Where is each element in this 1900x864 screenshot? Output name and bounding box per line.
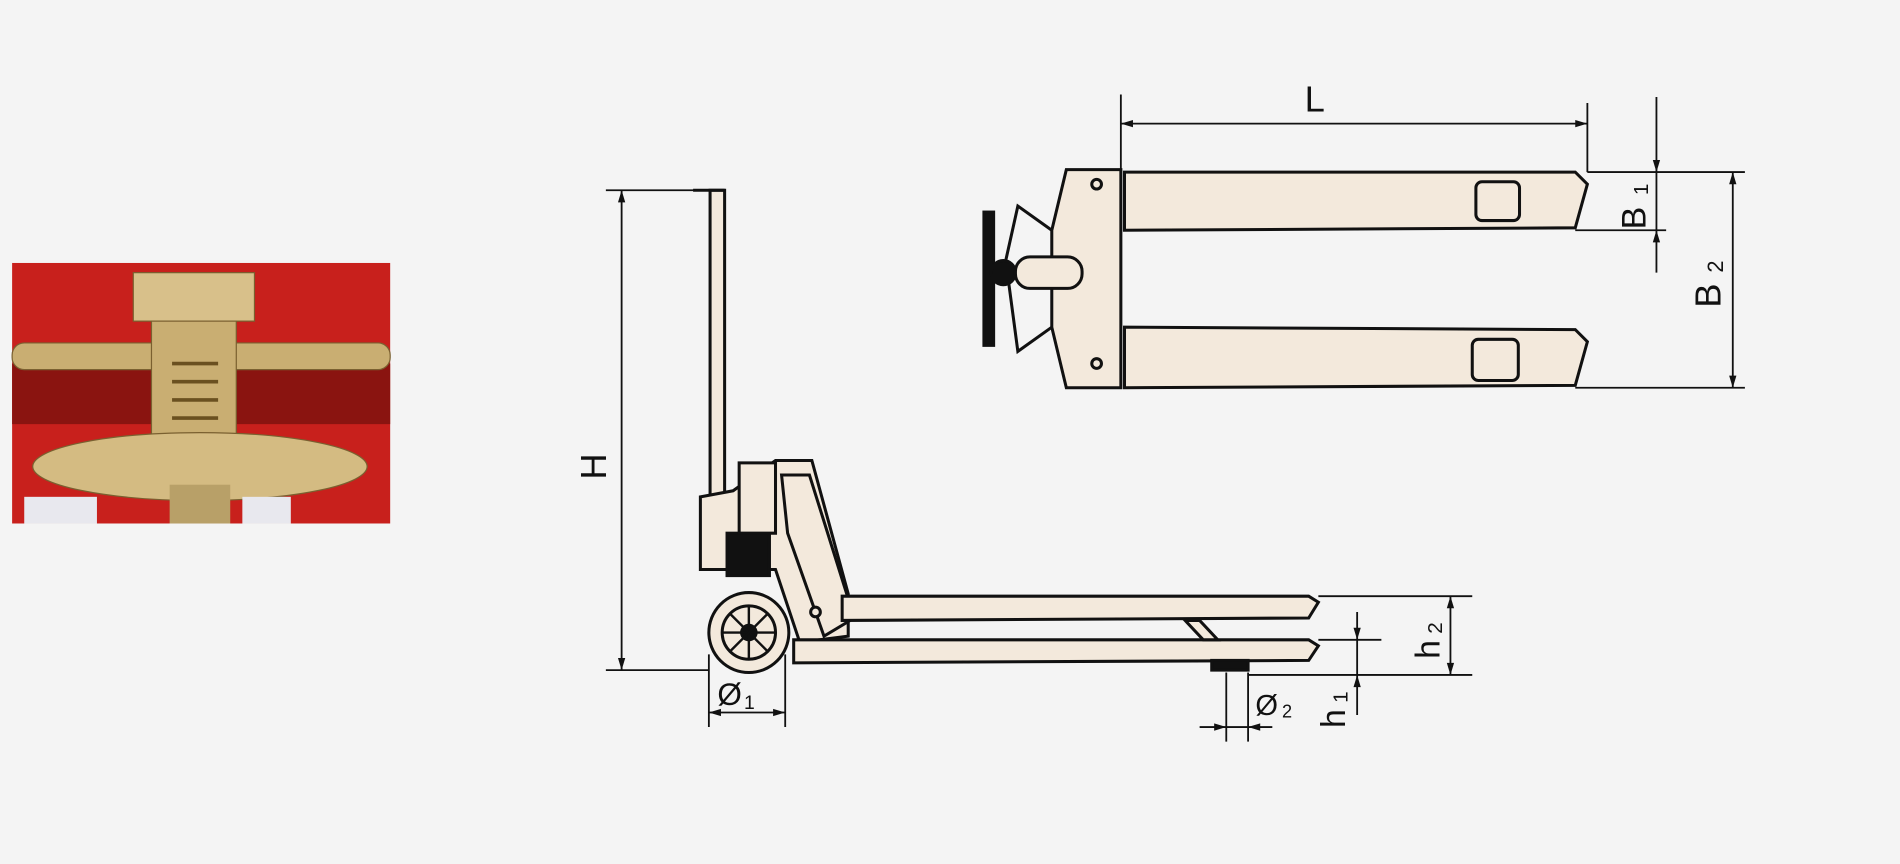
label-h2-sub: 2 <box>1424 622 1447 633</box>
label-d1-sub: 1 <box>744 692 755 714</box>
pump-unit-photo <box>11 262 391 524</box>
label-h1: h 1 <box>1315 691 1353 728</box>
arrowheads <box>617 119 1737 731</box>
label-h1-sub: 1 <box>1329 691 1352 702</box>
label-H: H <box>573 453 614 479</box>
label-B1-main: B <box>1616 207 1654 230</box>
label-B1: B 1 <box>1616 184 1654 230</box>
label-L: L <box>1305 78 1325 119</box>
label-h2: h 2 <box>1410 622 1448 659</box>
label-B2-sub: 2 <box>1703 261 1728 273</box>
label-h2-main: h <box>1410 640 1448 659</box>
label-d2: Ø <box>1255 690 1278 722</box>
top-view <box>982 168 1590 390</box>
label-d2-sub: 2 <box>1282 701 1292 721</box>
side-view <box>693 188 1321 675</box>
label-B2: B 2 <box>1688 261 1729 308</box>
label-h1-main: h <box>1315 709 1353 728</box>
label-d1: Ø <box>717 676 742 712</box>
label-B2-main: B <box>1688 284 1729 308</box>
label-B1-sub: 1 <box>1630 184 1653 195</box>
